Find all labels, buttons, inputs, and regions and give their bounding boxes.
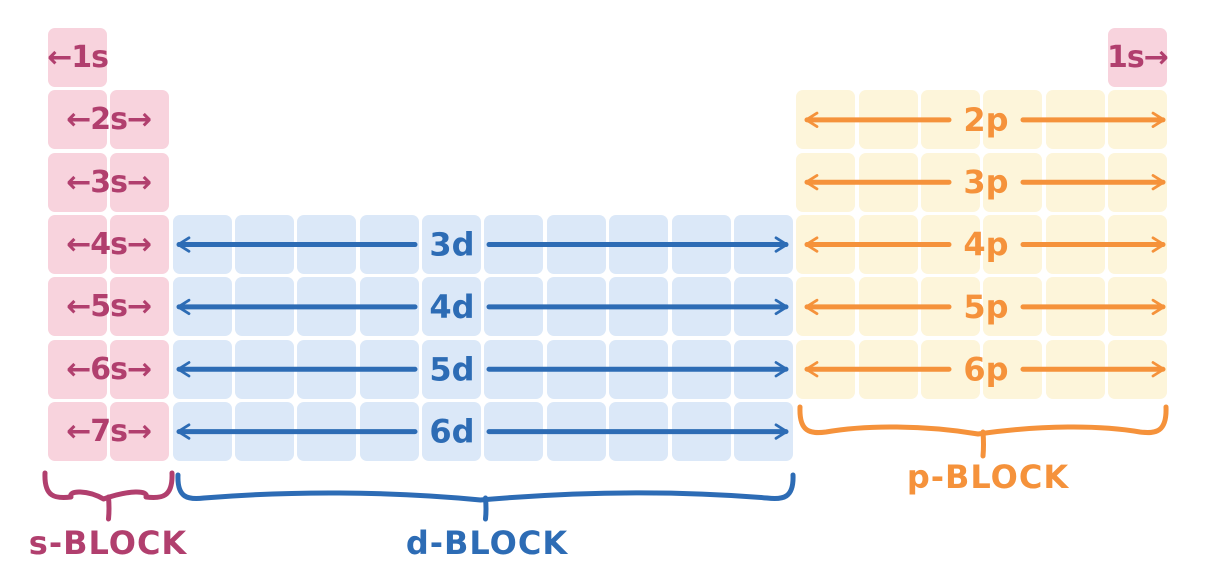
s-cell-6s	[48, 339, 107, 399]
p-arrow-5p: 5p	[804, 288, 1166, 326]
p-arrow-3p: 3p	[804, 163, 1166, 201]
s-orbital-label-5s: ←5s→	[66, 289, 152, 325]
s-orbital-label-1s: ←1s	[47, 40, 109, 75]
d-cell-3d	[422, 215, 482, 275]
p-arrow-3p-label: 3p	[963, 163, 1008, 201]
p-arrow-6p-label: 6p	[963, 350, 1008, 388]
d-arrow-5d: 5d	[176, 350, 789, 388]
s-cell-1s-right	[1107, 28, 1167, 87]
d-block-brace	[175, 472, 796, 522]
p-arrow-2p-label: 2p	[963, 101, 1008, 139]
p-block-brace	[797, 404, 1169, 459]
s-orbital-label-1s-right: 1s→	[1107, 40, 1169, 75]
s-cell-5s	[110, 277, 170, 337]
s-orbital-label-6s: ←6s→	[66, 351, 152, 387]
p-arrow-2p: 2p	[804, 101, 1166, 139]
p-block-label: p-BLOCK	[906, 458, 1070, 496]
d-cell-6d	[422, 402, 482, 462]
d-block-label: d-BLOCK	[405, 524, 569, 562]
s-orbital-label-3s: ←3s→	[66, 164, 152, 200]
s-orbital-label-2s: ←2s→	[66, 102, 152, 138]
p-arrow-4p-label: 4p	[963, 226, 1008, 264]
p-arrow-6p: 6p	[804, 350, 1166, 388]
d-arrow-4d: 4d	[176, 288, 789, 326]
s-cell-5s	[48, 277, 107, 337]
s-cell-1s	[48, 28, 107, 87]
d-cell-5d	[422, 339, 482, 399]
s-cell-4s	[48, 215, 107, 275]
d-arrow-6d-label: 6d	[429, 413, 474, 451]
s-cell-7s	[48, 402, 107, 462]
p-arrow-4p: 4p	[804, 226, 1166, 264]
p-arrow-5p-label: 5p	[963, 288, 1008, 326]
s-cell-2s	[110, 90, 170, 150]
s-cell-6s	[110, 339, 170, 399]
s-block-brace	[42, 470, 175, 522]
s-cell-3s	[110, 152, 170, 212]
d-arrow-5d-label: 5d	[429, 350, 474, 388]
d-arrow-3d: 3d	[176, 226, 789, 264]
s-cell-4s	[110, 215, 170, 275]
d-arrow-6d: 6d	[176, 413, 789, 451]
s-orbital-label-7s: ←7s→	[66, 414, 152, 450]
s-cell-2s	[48, 90, 107, 150]
d-cell-4d	[422, 277, 482, 337]
s-cell-3s	[48, 152, 107, 212]
d-arrow-3d-label: 3d	[429, 226, 474, 264]
d-arrow-4d-label: 4d	[429, 288, 474, 326]
s-block-label: s-BLOCK	[28, 524, 188, 562]
s-cell-7s	[110, 402, 170, 462]
s-orbital-label-4s: ←4s→	[66, 227, 152, 263]
